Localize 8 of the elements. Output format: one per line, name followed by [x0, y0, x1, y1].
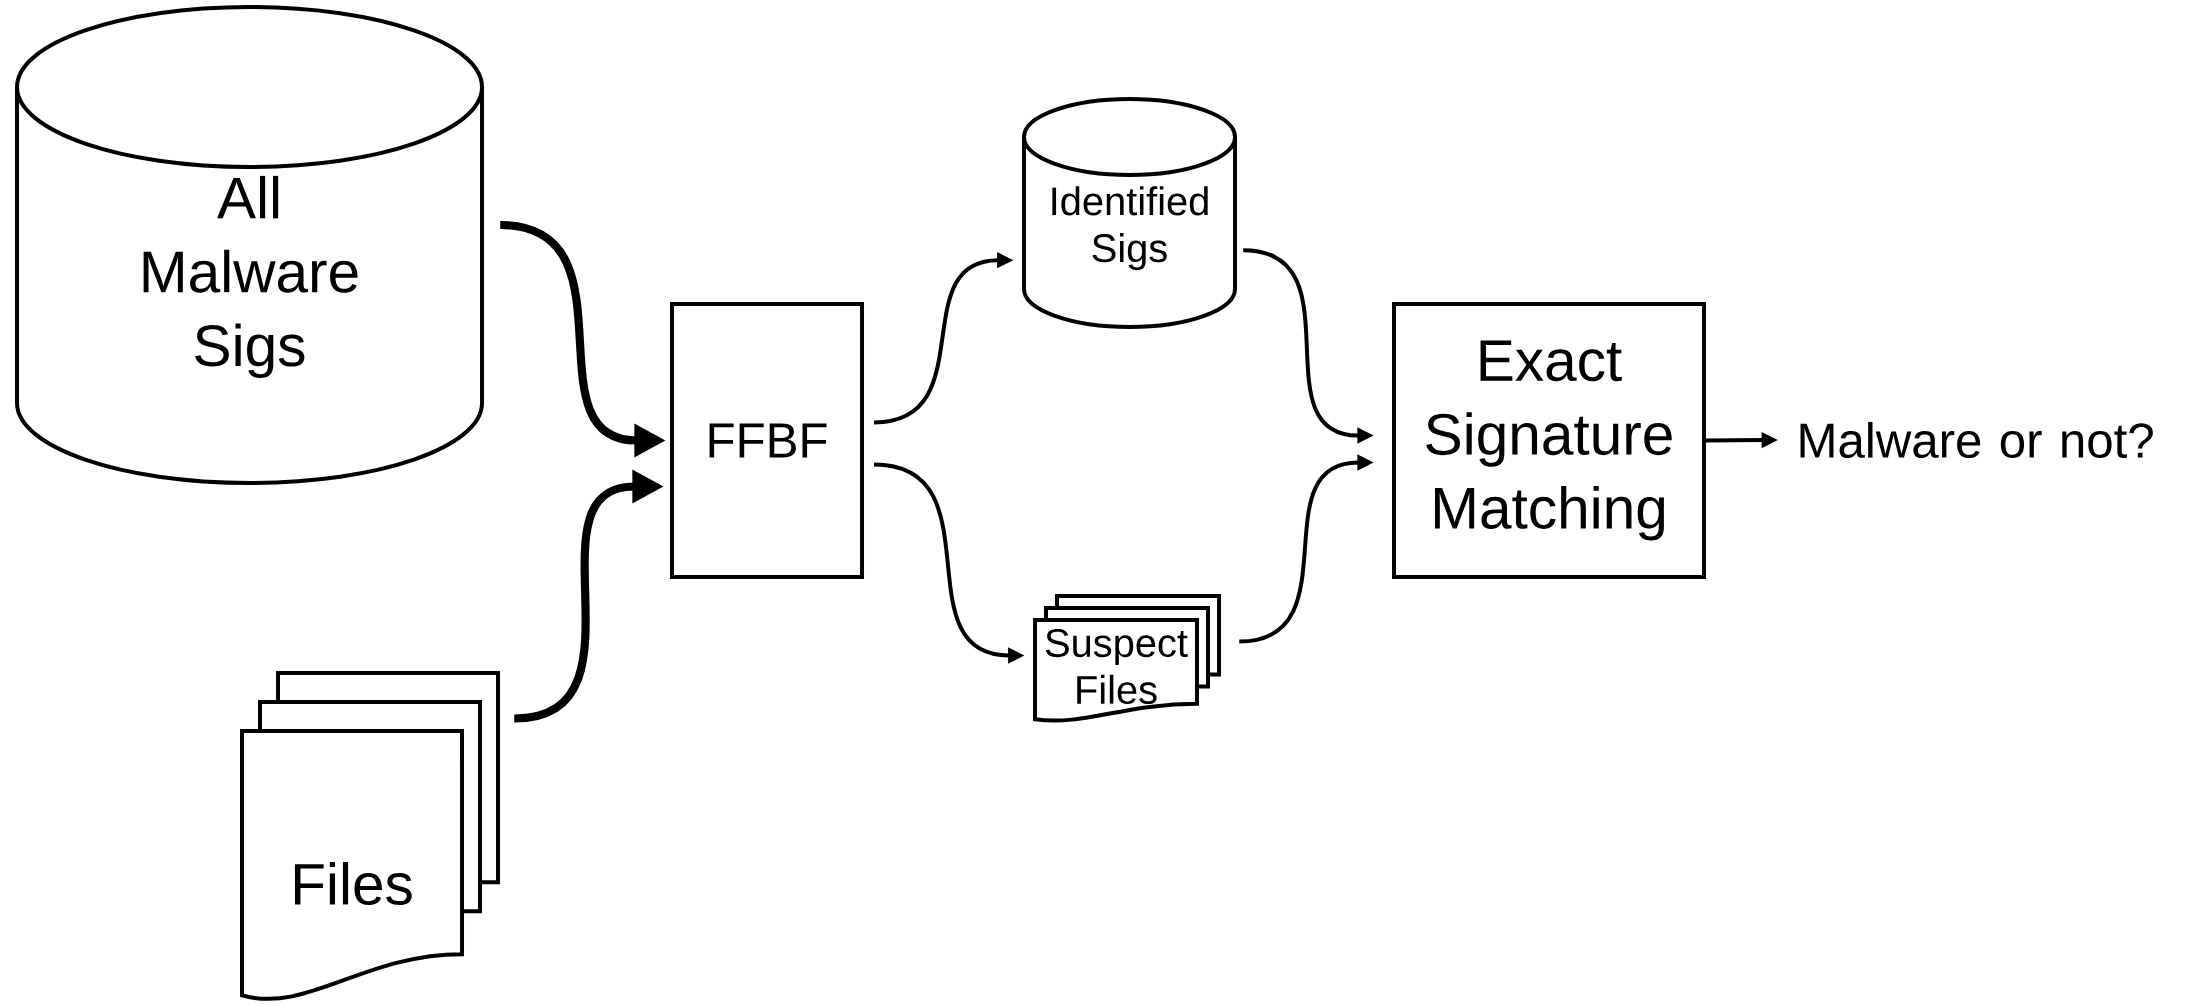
- output-text: Malware or not?: [1800, 421, 2153, 459]
- database-cylinder: Identified Sigs: [1022, 97, 1237, 329]
- process-box: Exact Signature Matching: [1392, 302, 1706, 579]
- document-stack: Suspect Files: [1033, 594, 1221, 723]
- process-box: FFBF: [670, 302, 864, 579]
- node-label: Files: [294, 861, 412, 905]
- document-stack: Files: [240, 671, 500, 1001]
- database-cylinder: All Malware Sigs: [15, 5, 484, 485]
